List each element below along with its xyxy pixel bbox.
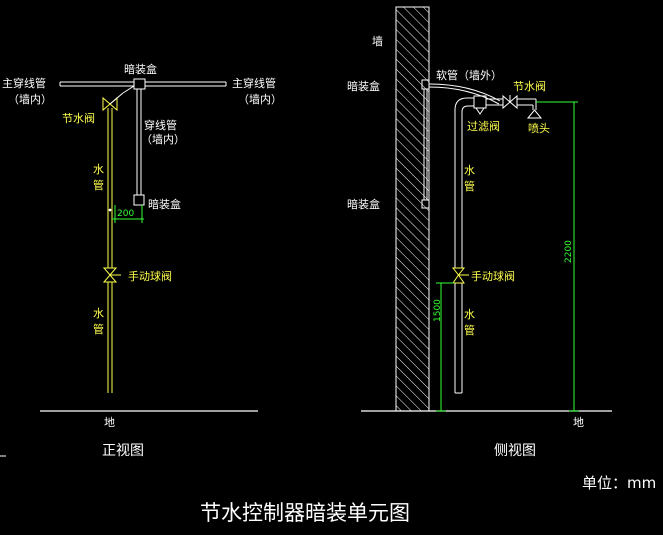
front-pipe-lower-label-1: 水 [93,307,104,320]
front-pipe-upper-label-2: 管 [93,178,104,192]
front-dim-200 [112,205,144,223]
front-top-box [133,78,146,90]
side-dim-1500 [436,282,454,412]
front-dim-200-label: 200 [117,209,134,219]
front-water-pipe [107,108,113,393]
nozzle-icon [526,98,543,119]
front-main-left-label-2: （墙内） [8,92,52,106]
side-ground-label: 地 [573,416,584,429]
wall-label: 墙 [372,34,383,48]
front-ball-valve-label: 手动球阀 [128,269,172,283]
front-bottom-box-label: 暗装盒 [148,197,181,211]
front-conduit-label-1: 穿线管 [144,118,177,132]
wall-hatch [395,6,430,412]
main-conduit [59,81,227,87]
side-conduit [423,89,428,200]
side-water-pipe [454,97,530,394]
front-top-box-label: 暗装盒 [124,62,157,76]
side-view: 1500 2200 墙 暗装盒 暗装盒 软管（墙外） 节水阀 过滤阀 喷头 水 … [347,6,612,459]
side-dim-2200-label: 2200 [564,240,574,263]
side-dim-2200 [536,101,579,412]
side-bottom-box [421,199,430,209]
side-saving-valve-icon [502,94,518,110]
front-bottom-box [133,194,145,206]
front-caption: 正视图 [102,443,144,459]
side-dim-1500-label: 1500 [433,299,443,322]
front-main-right-label-1: 主穿线管 [232,76,276,90]
front-pipe-lower-label-2: 管 [93,322,104,336]
front-ball-valve-icon [102,267,121,283]
side-pipe-lower-label-2: 管 [464,323,475,337]
side-pipe-upper-label-2: 管 [464,179,475,193]
nozzle-label: 喷头 [528,122,550,135]
side-ball-valve-label: 手动球阀 [471,269,515,283]
front-main-right-label-2: （墙内） [238,92,282,106]
unit-label: 单位：mm [582,474,656,492]
front-pipe-upper-label-1: 水 [93,163,104,176]
side-filter-valve-icon [473,95,487,115]
side-ball-valve-icon [451,267,469,284]
front-conduit [136,89,142,195]
filter-label: 过滤阀 [467,119,500,133]
side-caption: 侧视图 [494,443,536,459]
front-valve-label: 节水阀 [62,111,95,125]
page-title: 节水控制器暗装单元图 [200,501,410,525]
front-ground-label: 地 [104,416,115,429]
front-view: 200 暗装盒 暗装盒 主穿线管 （墙内） 主穿线管 （墙内） 穿线管 （墙内）… [2,62,282,459]
front-saving-valve-icon [102,85,135,112]
side-hose [428,83,501,105]
side-bottom-box-label: 暗装盒 [347,197,380,211]
front-main-left-label-1: 主穿线管 [2,76,46,90]
side-top-box-label: 暗装盒 [347,79,380,93]
hose-label: 软管（墙外） [436,68,502,82]
side-valve-label: 节水阀 [513,79,546,93]
front-conduit-label-2: （墙内） [141,132,185,146]
side-pipe-lower-label-1: 水 [464,308,475,321]
side-pipe-upper-label-1: 水 [464,164,475,177]
